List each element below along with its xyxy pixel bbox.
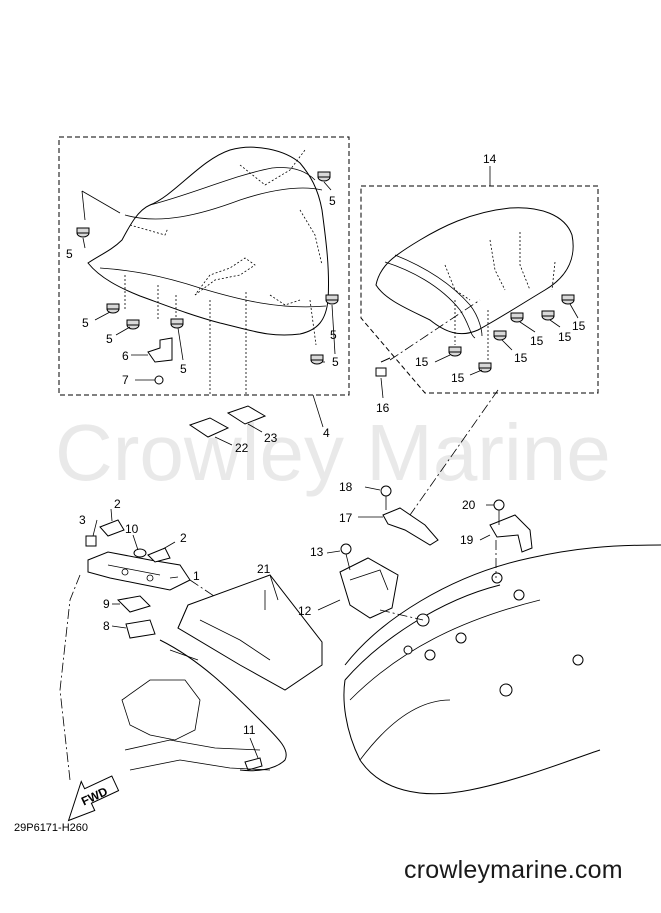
callout-9: 9 <box>103 597 110 611</box>
rider-seat-group <box>58 136 350 446</box>
seat-bracket-6 <box>147 337 173 363</box>
callout-12: 12 <box>298 604 312 618</box>
grommet-5-left <box>76 227 90 238</box>
callout-14: 14 <box>483 152 497 166</box>
grommet-15-b <box>541 310 555 321</box>
callout-16: 16 <box>376 401 390 415</box>
callout-15: 15 <box>558 330 572 344</box>
callout-18: 18 <box>339 480 353 494</box>
callout-labels: 5 5 5 5 5 5 5 6 7 22 23 4 14 15 15 15 15… <box>66 152 586 737</box>
callout-5: 5 <box>106 332 113 346</box>
callout-11: 11 <box>243 723 256 737</box>
grommet-15-a <box>561 294 575 305</box>
callout-6: 6 <box>122 349 129 363</box>
callout-5: 5 <box>329 194 336 208</box>
plate-9 <box>116 595 151 613</box>
group-14-frame <box>360 185 599 394</box>
seat-lock-assembly <box>59 508 287 781</box>
callout-15: 15 <box>572 319 586 333</box>
callout-22: 22 <box>235 441 249 455</box>
pad-23 <box>226 405 267 425</box>
seat-lock-cable-11 <box>159 639 287 772</box>
bracket-12 <box>339 557 399 619</box>
grommet-15-d <box>493 330 507 341</box>
callout-23: 23 <box>264 431 278 445</box>
callout-7: 7 <box>122 373 129 387</box>
callout-10: 10 <box>125 522 139 536</box>
callout-5: 5 <box>180 362 187 376</box>
callout-2: 2 <box>114 497 121 511</box>
callout-15: 15 <box>530 334 544 348</box>
bolt-18 <box>380 485 392 497</box>
callout-15: 15 <box>415 355 429 369</box>
grommet-5-rear <box>310 354 324 365</box>
callout-5: 5 <box>82 316 89 330</box>
rear-fender-area <box>317 485 661 795</box>
passenger-seat <box>375 207 574 335</box>
bolt-3 <box>85 535 97 547</box>
bolt-16 <box>375 357 391 377</box>
grommet-5-right <box>325 294 339 305</box>
diagram-code: 29P6171-H260 <box>14 822 89 834</box>
callout-21: 21 <box>257 562 271 576</box>
grommet-5-front1 <box>106 303 120 314</box>
hook-17 <box>382 507 439 546</box>
callout-19: 19 <box>460 533 474 547</box>
bolt-20 <box>493 499 505 511</box>
callout-5: 5 <box>66 247 73 261</box>
fwd-arrow-icon: FWD <box>67 775 120 822</box>
seal-2a <box>99 519 125 537</box>
callout-2: 2 <box>180 531 187 545</box>
seal-2b <box>147 547 171 563</box>
watermark: Crowley Marine <box>55 408 611 497</box>
callout-4: 4 <box>323 426 330 440</box>
grommet-5-top <box>317 171 331 182</box>
footer-site-name: crowleymarine.com <box>404 856 623 884</box>
callout-15: 15 <box>451 371 465 385</box>
callout-15: 15 <box>514 351 528 365</box>
callout-1: 1 <box>193 569 200 583</box>
callout-5: 5 <box>332 355 339 369</box>
screw-7 <box>154 375 164 385</box>
passenger-seat-group <box>360 166 599 516</box>
pad-22 <box>188 417 230 438</box>
rider-seat <box>87 146 330 336</box>
bolt-13 <box>340 543 352 555</box>
lock-8 <box>125 619 156 639</box>
grommet-15-c <box>510 312 524 323</box>
callout-3: 3 <box>79 513 86 527</box>
callout-17: 17 <box>339 511 353 525</box>
group-4-frame <box>58 136 350 396</box>
callout-13: 13 <box>310 545 324 559</box>
grommet-15-e <box>448 346 462 357</box>
bracket-19 <box>489 514 533 553</box>
grommet-5-mid <box>170 318 184 329</box>
callout-5: 5 <box>330 328 337 342</box>
nut-10 <box>133 548 147 558</box>
tool-bag-21 <box>177 574 323 691</box>
callout-8: 8 <box>103 619 110 633</box>
callout-20: 20 <box>462 498 476 512</box>
